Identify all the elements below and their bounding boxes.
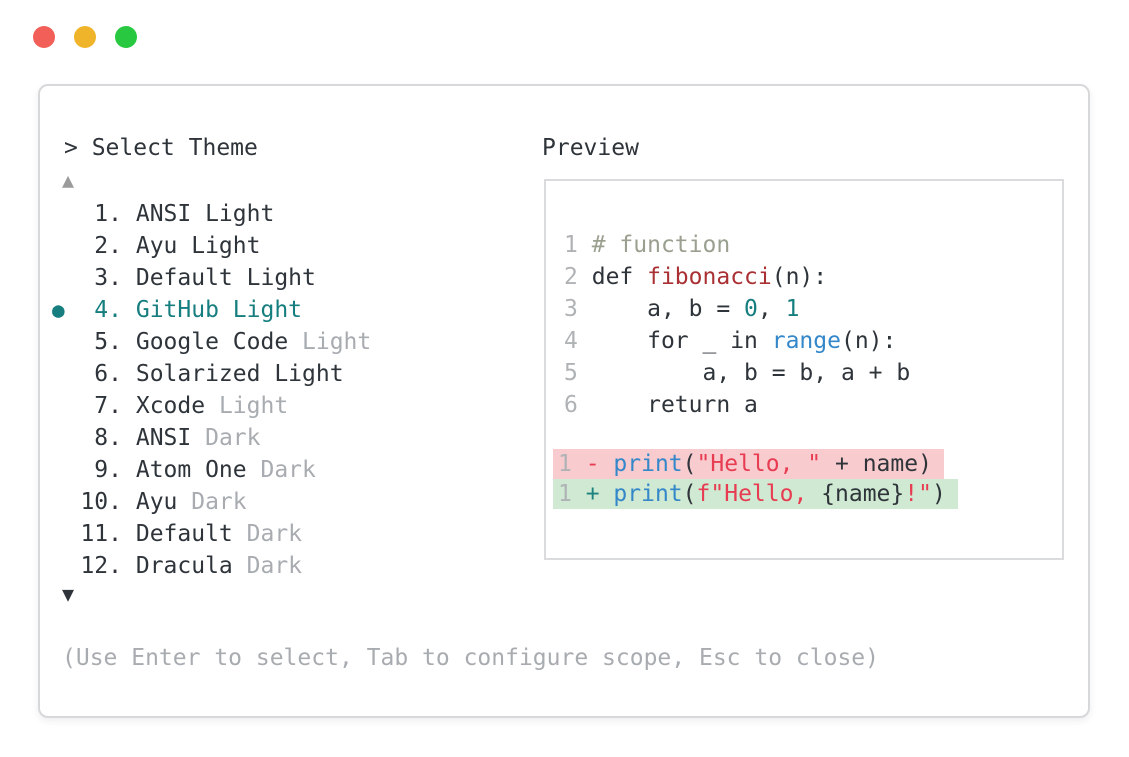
theme-option-10[interactable]: 10. Ayu Dark <box>52 486 371 518</box>
theme-name: Dracula <box>122 553 233 579</box>
code-token: print <box>613 451 683 477</box>
code-token: {name} <box>821 481 905 507</box>
theme-number: 2. <box>94 233 122 259</box>
theme-option-9[interactable]: 9. Atom One Dark <box>52 454 371 486</box>
code-token: # function <box>591 232 731 258</box>
theme-name: Xcode <box>122 393 206 419</box>
code-token: "Hello, " <box>696 451 822 477</box>
code-token: range <box>771 328 841 354</box>
theme-variant: Dark <box>232 521 303 547</box>
code-line: 3 a, b = 0, 1 <box>564 293 1062 325</box>
theme-option-5[interactable]: 5. Google Code Light <box>52 326 371 358</box>
theme-number: 11. <box>80 521 122 547</box>
theme-number: 7. <box>94 393 122 419</box>
code-token: 0 <box>744 296 758 322</box>
theme-variant: Dark <box>232 553 303 579</box>
code-token: 1 <box>785 296 800 322</box>
theme-option-2[interactable]: 2. Ayu Light <box>52 230 371 262</box>
code-token: (n): <box>840 328 897 354</box>
code-line: 1 # function <box>564 229 1062 261</box>
preview-title: Preview <box>542 135 639 161</box>
theme-name: Default <box>122 521 233 547</box>
code-line: 5 a, b = b, a + b <box>564 357 1062 389</box>
code-token: ) <box>931 481 946 507</box>
theme-variant: Light <box>205 393 289 419</box>
code-token: fibonacci <box>647 264 772 290</box>
close-button[interactable] <box>33 26 55 48</box>
code-token: !" <box>904 481 932 507</box>
theme-name: Ayu Light <box>122 233 261 259</box>
code-token: a, b = <box>591 296 745 322</box>
theme-number: 12. <box>80 553 122 579</box>
theme-option-3[interactable]: 3. Default Light <box>52 262 371 294</box>
line-number: 2 <box>564 264 578 290</box>
theme-number: 3. <box>94 265 122 291</box>
traffic-lights <box>33 26 137 48</box>
code-token: print <box>613 481 683 507</box>
theme-number: 8. <box>94 425 122 451</box>
theme-option-4[interactable]: ● 4. GitHub Light <box>52 294 371 326</box>
line-number: 4 <box>564 328 578 354</box>
theme-variant: Dark <box>246 457 316 483</box>
theme-name: Google Code <box>122 329 289 355</box>
code-token: f"Hello, <box>696 481 822 507</box>
line-number: 1 <box>558 481 572 507</box>
theme-option-1[interactable]: 1. ANSI Light <box>52 198 371 230</box>
theme-name: ANSI <box>122 425 192 451</box>
line-number: 1 <box>558 451 572 477</box>
line-number: 6 <box>564 392 578 418</box>
code-token: (n): <box>771 264 828 290</box>
line-number: 1 <box>564 232 578 258</box>
code-token: a, b = b, a + b <box>591 360 911 386</box>
theme-variant: Dark <box>177 489 247 515</box>
code-token: ( <box>682 451 697 477</box>
selected-bullet-icon: ● <box>52 298 65 322</box>
diff-line-removed: 1 - print("Hello, " + name) <box>553 449 944 479</box>
theme-option-7[interactable]: 7. Xcode Light <box>52 390 371 422</box>
minimize-button[interactable] <box>74 26 96 48</box>
theme-number: 5. <box>94 329 122 355</box>
code-line: 6 return a <box>564 389 1062 421</box>
picker-title: > Select Theme <box>64 135 258 161</box>
theme-option-12[interactable]: 12. Dracula Dark <box>52 550 371 582</box>
code-token: , <box>757 296 786 322</box>
code-token: ( <box>682 481 697 507</box>
theme-option-11[interactable]: 11. Default Dark <box>52 518 371 550</box>
theme-name: Ayu <box>122 489 178 515</box>
theme-number: 1. <box>94 201 122 227</box>
theme-name: Solarized Light <box>122 361 344 387</box>
code-token: + <box>585 481 614 507</box>
scroll-down-icon[interactable]: ▼ <box>62 582 75 606</box>
theme-variant: Light <box>288 329 372 355</box>
diff-block: 1 - print("Hello, " + name)1 + print(f"H… <box>546 449 1062 509</box>
code-token: - <box>585 451 614 477</box>
line-number: 5 <box>564 360 578 386</box>
theme-number: 4. <box>94 297 122 323</box>
theme-variant: Dark <box>191 425 261 451</box>
theme-name: GitHub Light <box>122 297 303 323</box>
code-token: + name) <box>821 451 932 477</box>
theme-option-8[interactable]: 8. ANSI Dark <box>52 422 371 454</box>
scroll-up-icon[interactable]: ▲ <box>62 168 75 192</box>
code-token: for _ in <box>591 328 772 354</box>
theme-name: Default Light <box>122 265 316 291</box>
diff-line-added: 1 + print(f"Hello, {name}!") <box>553 479 958 509</box>
theme-name: ANSI Light <box>122 201 275 227</box>
code-token: return a <box>591 392 758 418</box>
code-line: 4 for _ in range(n): <box>564 325 1062 357</box>
zoom-button[interactable] <box>115 26 137 48</box>
theme-number: 10. <box>80 489 122 515</box>
code-token: def <box>591 264 648 290</box>
code-line: 2 def fibonacci(n): <box>564 261 1062 293</box>
theme-name: Atom One <box>122 457 247 483</box>
line-number: 3 <box>564 296 578 322</box>
theme-number: 9. <box>94 457 122 483</box>
theme-option-6[interactable]: 6. Solarized Light <box>52 358 371 390</box>
footer-hint: (Use Enter to select, Tab to configure s… <box>62 645 879 671</box>
theme-number: 6. <box>94 361 122 387</box>
